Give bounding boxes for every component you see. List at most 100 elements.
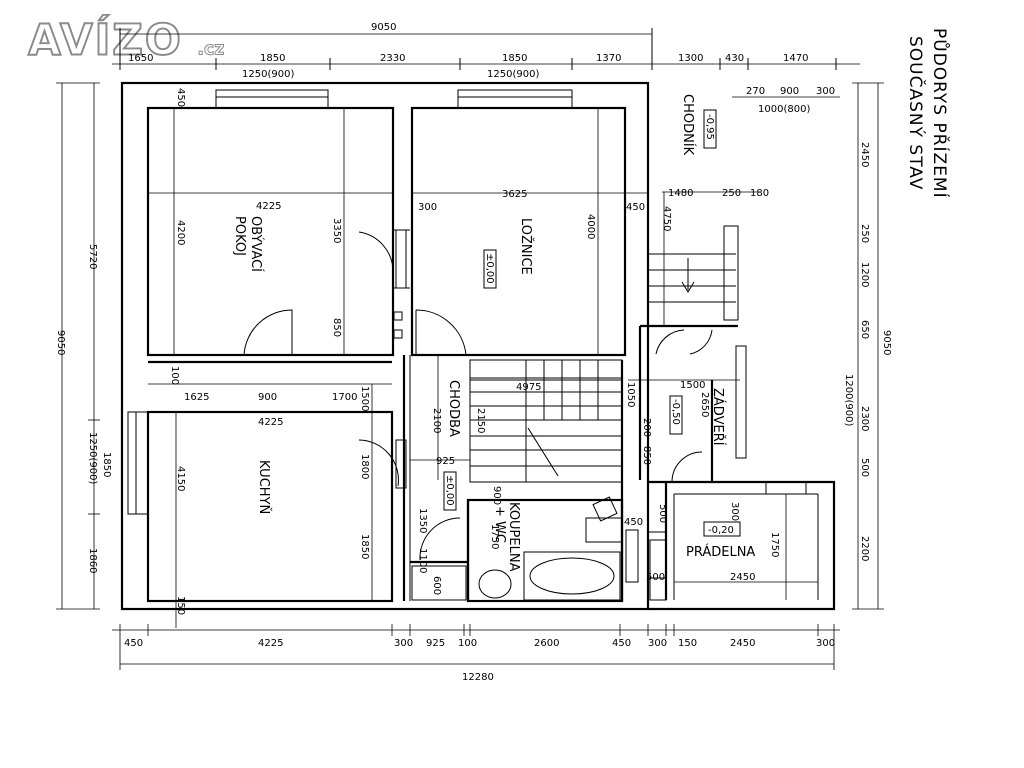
- dim-top-outer: 9050: [371, 22, 396, 33]
- room-chodnik: CHODNÍK: [680, 94, 696, 156]
- title-line1: PŮDORYS PŘÍZEMÍ: [929, 28, 951, 199]
- room-kuchyn: KUCHYŇ: [256, 460, 272, 514]
- dim-right-4: 2300: [859, 406, 870, 431]
- dim-prad-500b: 500: [646, 572, 665, 583]
- left-dimensions: [56, 82, 100, 610]
- room-obyvaci-line1: OBÝVACÍ: [248, 216, 264, 272]
- dim-entry-250: 250: [722, 188, 741, 199]
- dim-entry-4750: 4750: [661, 206, 672, 231]
- room-koupelna-line2: + WC: [492, 506, 507, 543]
- dim-top-window-2: 1250(900): [487, 69, 539, 80]
- room-loznice: LOŽNICE: [518, 218, 534, 275]
- dim-chodba-2150: 2150: [475, 408, 486, 433]
- dim-chodba-925: 925: [436, 456, 455, 467]
- top-dimensions: 9050 1650 1850 2330 1850 1370 1300 430 1…: [112, 22, 860, 80]
- level-pradelna: -0,20: [708, 525, 734, 536]
- dim-top-window-1: 1250(900): [242, 69, 294, 80]
- dim-prad-2450: 2450: [730, 572, 755, 583]
- dim-kuchyn-1850: 1850: [359, 534, 370, 559]
- room-obyvaci-pokoj: OBÝVACÍ POKOJ: [232, 216, 264, 272]
- dim-right-6: 2200: [859, 536, 870, 561]
- dim-chodba-1350: 1350: [417, 508, 428, 533]
- dim-entry-2: 300: [816, 86, 835, 97]
- dim-bottom-4: 100: [458, 638, 477, 649]
- dim-obyvaci-h: 4200: [175, 220, 186, 245]
- dim-bottom-7: 300: [648, 638, 667, 649]
- dim-kuchyn-1500: 1500: [359, 386, 370, 411]
- level-chodba: ±0,00: [444, 475, 455, 506]
- room-koupelna: KOUPELNA + WC: [492, 502, 521, 572]
- avizo-logo: AVÍZO .cz: [27, 14, 225, 64]
- level-loznice: ±0,00: [484, 253, 495, 284]
- dim-left-3: 1860: [87, 548, 98, 573]
- dim-right-5: 500: [859, 458, 870, 477]
- dim-chodba-2100: 2100: [431, 408, 442, 433]
- stairs: [469, 225, 739, 483]
- dim-koup-900: 900: [491, 486, 502, 505]
- dim-top-3: 1850: [502, 53, 527, 64]
- dim-kuchyn-row-1: 900: [258, 392, 277, 403]
- dim-zad-2650: 2650: [699, 392, 710, 417]
- dim-zad-850: 850: [641, 446, 652, 465]
- dim-top-7: 1470: [783, 53, 808, 64]
- dim-chodba-600: 600: [431, 576, 442, 595]
- dim-bottom-6: 450: [612, 638, 631, 649]
- dim-bottom-2: 300: [394, 638, 413, 649]
- dim-left-1: 1850: [101, 452, 112, 477]
- entry-dimensions: 270 900 300 1000(800): [732, 86, 840, 115]
- right-dimensions: [852, 82, 884, 610]
- level-zadveri: -0,50: [670, 399, 681, 425]
- dim-entry-3: 1000(800): [758, 104, 810, 115]
- interior-dimension-labels: 450 4225 4200 3350 850 3625 300 450 4000…: [169, 88, 780, 615]
- dim-top-4: 1370: [596, 53, 621, 64]
- dim-entry-0: 270: [746, 86, 765, 97]
- dim-top-1: 1850: [260, 53, 285, 64]
- dim-koup-1750: 1750: [489, 524, 500, 549]
- dim-bottom-8: 150: [678, 638, 697, 649]
- dim-loznice-w: 3625: [502, 189, 527, 200]
- level-markers: -0,95 ±0,00 ±0,00 -0,50 -0,20: [443, 109, 741, 537]
- dim-prad-300: 300: [729, 502, 740, 521]
- room-zadveri: ZÁDVEŘÍ: [710, 388, 726, 446]
- dim-bottom-1: 4225: [258, 638, 283, 649]
- dim-bottom-10: 300: [816, 638, 835, 649]
- dim-right-outer: 9050: [881, 330, 892, 355]
- room-pradelna: PRÁDELNA: [686, 544, 755, 560]
- dim-loznice-450: 450: [626, 202, 645, 213]
- windows: [127, 89, 807, 515]
- dim-kuchyn-row-2: 1700: [332, 392, 357, 403]
- dim-kuchyn-h: 4150: [175, 466, 186, 491]
- dim-obyvaci-h2: 3350: [331, 218, 342, 243]
- dim-stair-4975: 4975: [516, 382, 541, 393]
- dim-zad-1500: 1500: [680, 380, 705, 391]
- dim-top-0: 1650: [128, 53, 153, 64]
- dim-prad-1750: 1750: [769, 532, 780, 557]
- dim-kuchyn-100: 100: [169, 366, 180, 385]
- dim-entry-180: 180: [750, 188, 769, 199]
- dim-right-0: 2450: [859, 142, 870, 167]
- dim-kuchyn-w: 4225: [258, 417, 283, 428]
- level-chodnik: -0,95: [704, 114, 715, 140]
- room-obyvaci-line2: POKOJ: [232, 216, 247, 256]
- interior-dimension-lines: [148, 108, 818, 628]
- dim-top-2: 2330: [380, 53, 405, 64]
- plan-title: PŮDORYS PŘÍZEMÍ SOUČASNÝ STAV: [905, 28, 951, 199]
- dim-prad-500: 500: [657, 504, 668, 523]
- dim-obyvaci-850: 850: [331, 318, 342, 337]
- dim-loznice-300: 300: [418, 202, 437, 213]
- dim-right-7: 1200(900): [843, 374, 854, 426]
- dim-obyvaci-w: 4225: [256, 201, 281, 212]
- interior-walls: [148, 324, 819, 603]
- dim-right-2: 1200: [859, 262, 870, 287]
- dim-right-3: 650: [859, 320, 870, 339]
- bottom-dimensions: [112, 624, 840, 670]
- dim-zad-200: 200: [641, 418, 652, 437]
- dim-kuchyn-row-0: 1625: [184, 392, 209, 403]
- dim-left-2: 1250(900): [87, 432, 98, 484]
- dim-kuchyn-150: 150: [175, 596, 186, 615]
- dim-loznice-h: 4000: [585, 214, 596, 239]
- fixtures: [393, 311, 667, 601]
- dim-entry-1480: 1480: [668, 188, 693, 199]
- dim-bottom-total: 12280: [462, 672, 494, 683]
